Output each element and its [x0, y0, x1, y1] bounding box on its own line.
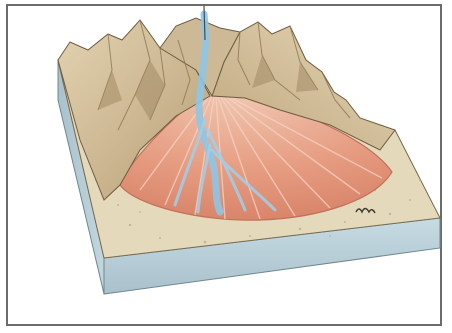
alluvial-fan-diagram — [0, 0, 452, 333]
